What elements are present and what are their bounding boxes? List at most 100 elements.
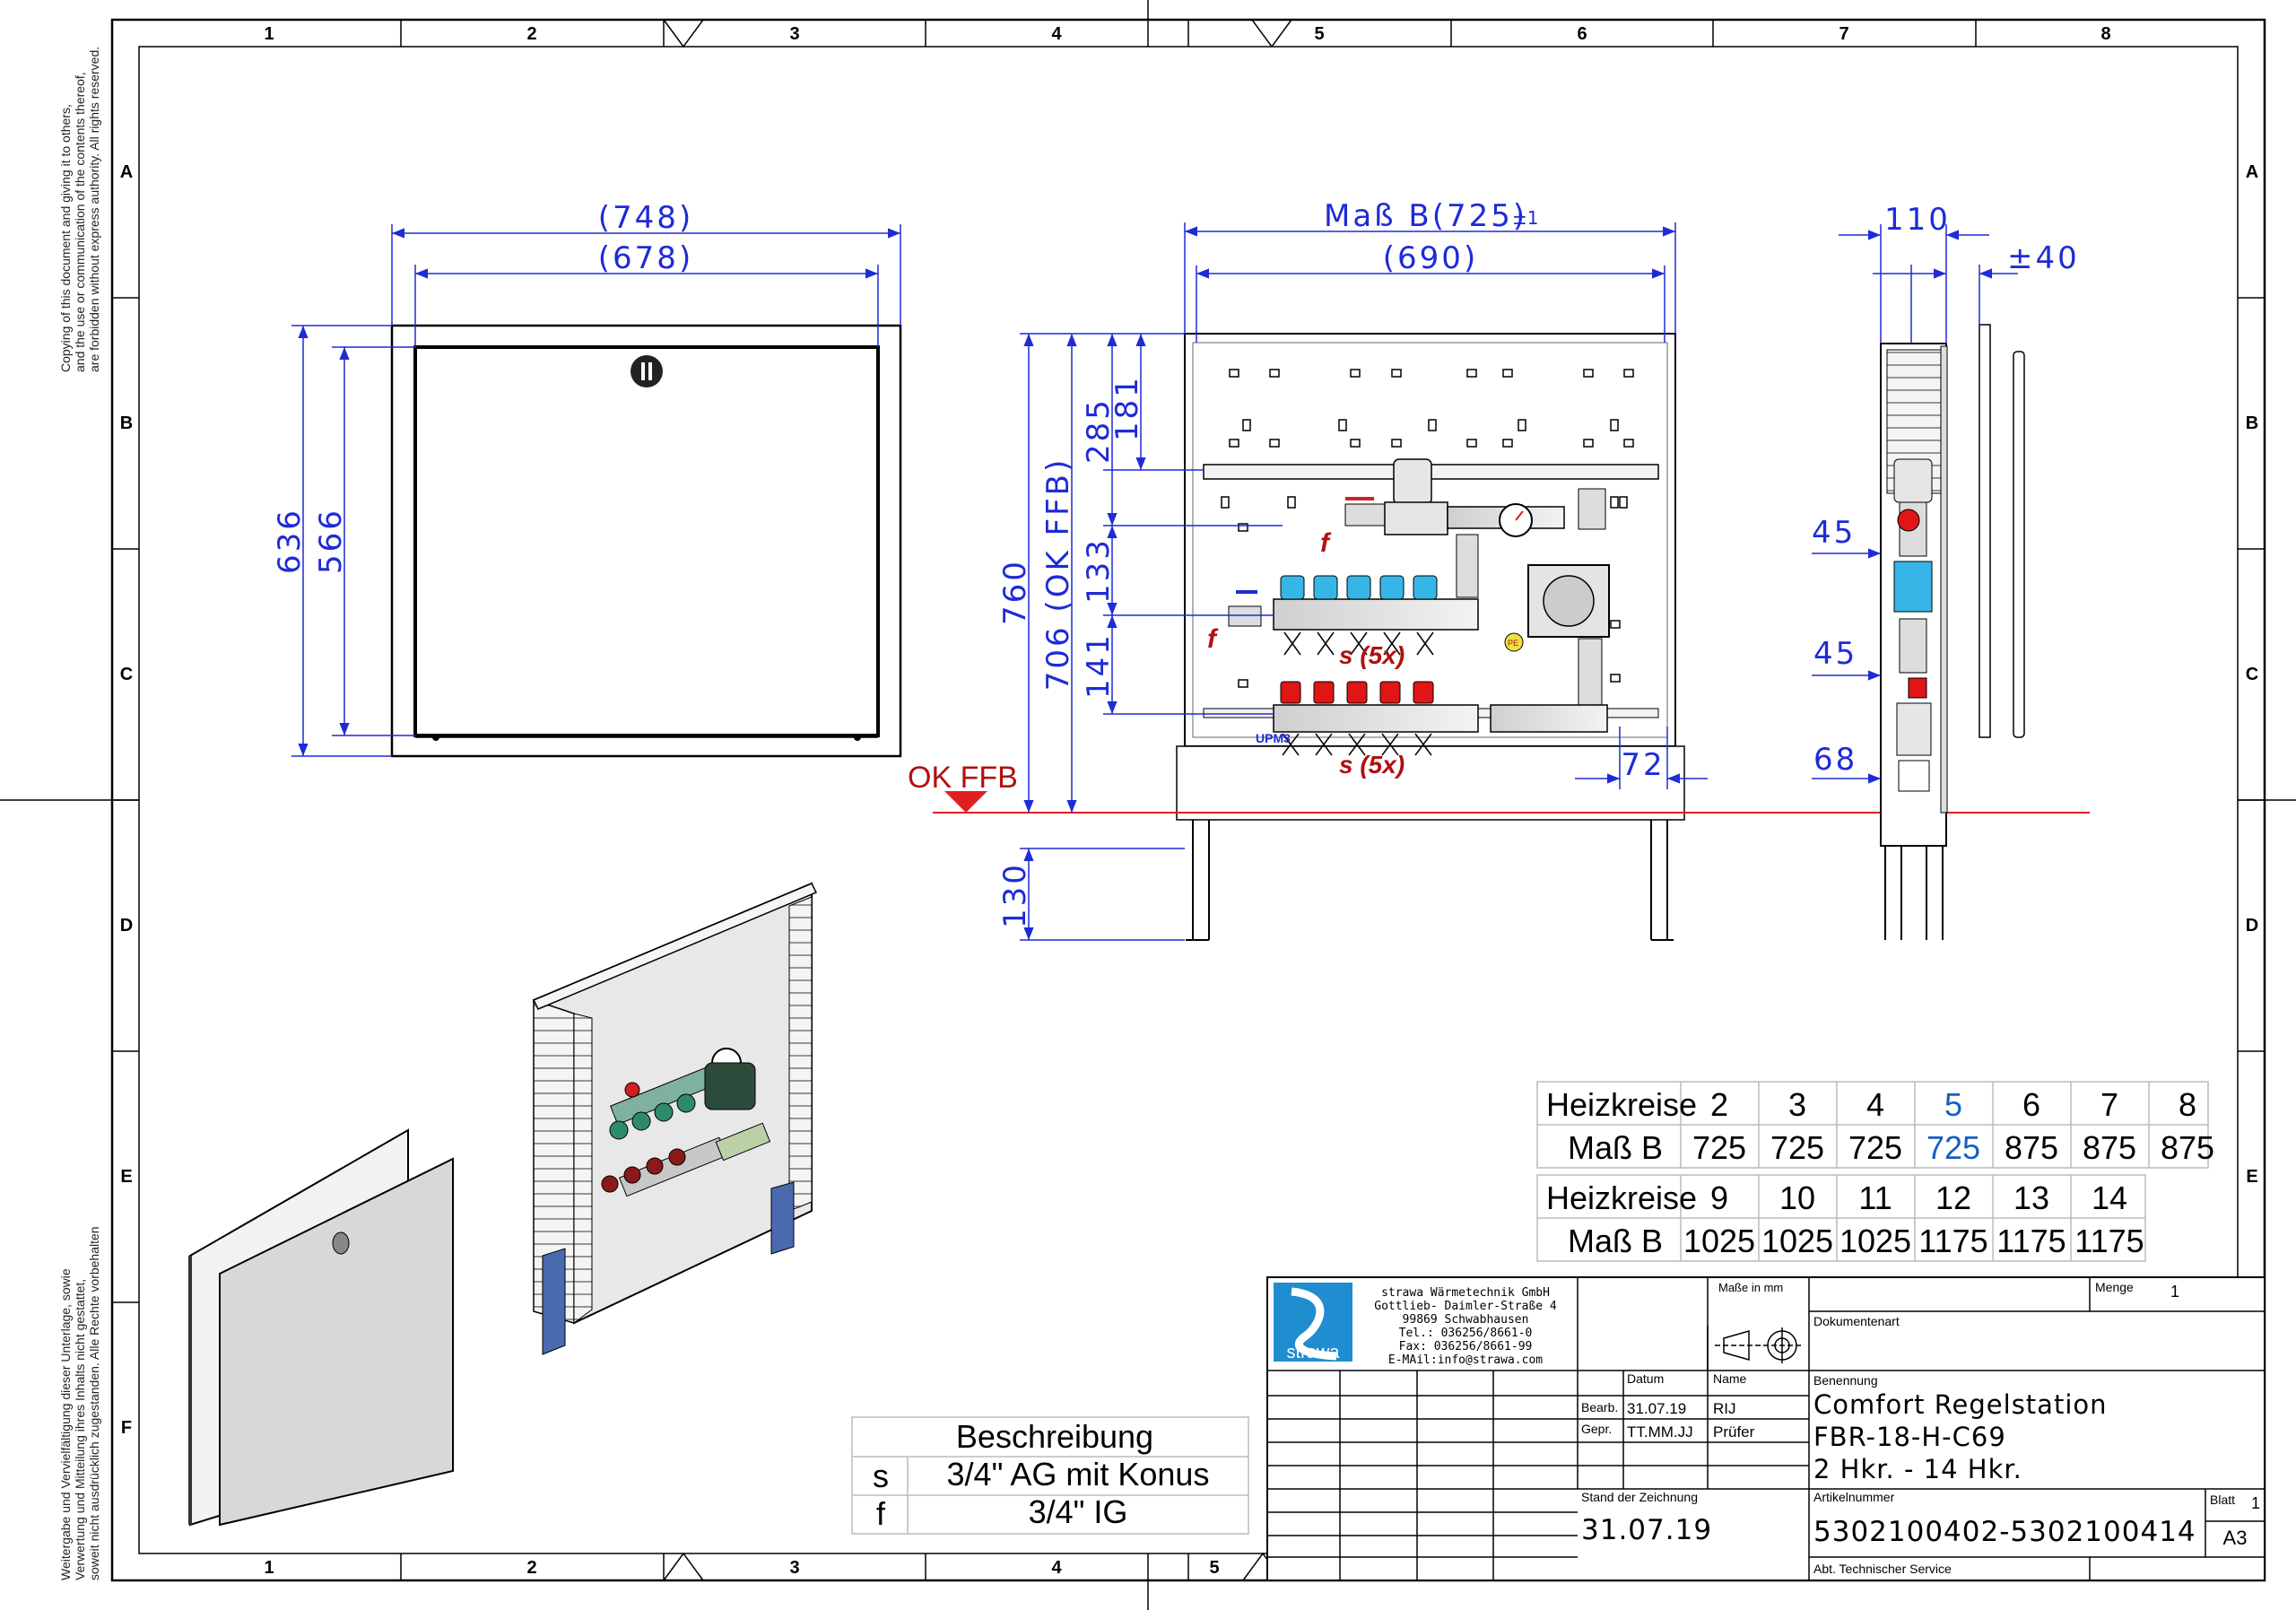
bearb-datum: 31.07.19 (1627, 1400, 1686, 1417)
heizkreise-table-1-row2-cell: 725 (1692, 1129, 1746, 1166)
grid-rows-left (112, 297, 139, 1303)
heizkreise-table-2-row2-cell: 1175 (2074, 1223, 2144, 1259)
pe-label: PE (1508, 639, 1518, 648)
heizkreise-table-2-row1-cell: 10 (1779, 1179, 1815, 1216)
dim-760: 760 (997, 559, 1033, 625)
benennung-line-2: FBR-18-H-C69 (1813, 1422, 2006, 1452)
heizkreise-table-1-row1-cell: 2 (1710, 1086, 1728, 1123)
dim-40: ±40 (2007, 240, 2080, 276)
heizkreise-table-1-row2-cell: 725 (1848, 1129, 1902, 1166)
format-value: A3 (2223, 1527, 2248, 1549)
grid-col-bottom-2: 2 (526, 1558, 536, 1578)
grid-col-bottom-3: 3 (789, 1558, 799, 1578)
projection-symbol-icon (1715, 1327, 1801, 1363)
grid-row-left-B: B (120, 413, 133, 433)
dim-181: 181 (1109, 375, 1145, 441)
grid-rows-right (2238, 297, 2265, 1303)
station-side-view (1880, 324, 2025, 940)
heizkreise-table-2-row1-cell: 9 (1710, 1179, 1728, 1216)
dim-68: 68 (1813, 742, 1857, 778)
company-line-6: E-MAil:info@strawa.com (1388, 1353, 1543, 1367)
isometric-view (188, 882, 818, 1527)
heizkreise-table-2-row2-cell: 1025 (1761, 1223, 1833, 1259)
svg-text:and the use or communication o: and the use or communication of the cont… (73, 72, 87, 372)
datum-label: Datum (1627, 1371, 1664, 1386)
frame-triangle-top-2 (1251, 19, 1292, 48)
grid-row-left-C: C (120, 665, 133, 684)
heizkreise-table-1-row2-cell: 725 (1926, 1129, 1980, 1166)
label-f-top: f (1320, 528, 1332, 558)
company-line-5: Fax: 036256/8661-99 (1399, 1340, 1533, 1353)
blatt-value: 1 (2251, 1494, 2260, 1512)
bearb-label: Bearb. (1581, 1400, 1618, 1414)
grid-columns-top (400, 20, 1977, 47)
heizkreise-table-1-row2-cell: 875 (2161, 1129, 2214, 1166)
label-f-left: f (1207, 624, 1219, 654)
blue-valve-heads (1280, 575, 1438, 600)
grid-row-left-E: E (120, 1167, 132, 1187)
grid-col-7: 7 (1839, 24, 1848, 44)
benennung-line-1: Comfort Regelstation (1813, 1389, 2108, 1420)
title-block: strawa strawa Wärmetechnik GmbH Gottlieb… (1266, 1276, 2266, 1581)
grid-row-right-A: A (2246, 162, 2258, 182)
blatt-label: Blatt (2210, 1493, 2235, 1507)
heizkreise-table-2-row2-cell: 1175 (1996, 1223, 2066, 1259)
beschreibung-code-s: s (873, 1458, 889, 1494)
benennung-label: Benennung (1813, 1373, 1878, 1388)
artikel-value: 5302100402-5302100414 (1813, 1516, 2196, 1548)
frame-triangle-top-1 (663, 19, 704, 48)
dim-690: (690) (1383, 240, 1478, 276)
grid-row-left-D: D (120, 916, 133, 936)
side-dimensions (1812, 224, 2018, 784)
dim-72: 72 (1621, 747, 1665, 783)
grid-col-4: 4 (1051, 24, 1062, 44)
dim-566: 566 (313, 508, 349, 574)
side-note-bottom: Weitergabe und Vervielfältigung dieser U… (58, 1226, 101, 1580)
beschreibung-code-f: f (876, 1495, 886, 1532)
iso-door-panel (219, 1157, 454, 1527)
menge-value: 1 (2170, 1283, 2179, 1301)
company-line-4: Tel.: 036256/8661-0 (1399, 1327, 1533, 1340)
beschreibung-header: Beschreibung (956, 1418, 1153, 1455)
grid-col-bottom-4: 4 (1051, 1558, 1062, 1578)
heizkreise-table-1-row1-cell: 5 (1944, 1086, 1962, 1123)
station-front-view: PE UPM3 (1176, 333, 1685, 941)
masse-label: Maße in mm (1718, 1281, 1783, 1294)
grid-row-right-D: D (2246, 916, 2258, 936)
ok-ffb-marker (944, 791, 987, 813)
grid-col-bottom-5: 5 (1209, 1558, 1219, 1578)
beschreibung-text-s: 3/4" AG mit Konus (947, 1456, 1210, 1493)
svg-text:Weitergabe und Vervielfältigun: Weitergabe und Vervielfältigung dieser U… (58, 1268, 73, 1580)
heizkreise-table-2-row2-cell: 1025 (1683, 1223, 1755, 1259)
svg-text:Copying of this document and g: Copying of this document and giving it t… (58, 104, 73, 372)
grid-col-8: 8 (2100, 24, 2110, 44)
grid-col-5: 5 (1314, 24, 1324, 44)
heizkreise-table-1-row2-cell: 725 (1770, 1129, 1824, 1166)
grid-row-left-A: A (120, 162, 133, 182)
heizkreise-table-2-row1-cell: 11 (1858, 1179, 1892, 1216)
heizkreise-table-1-row1-cell: 6 (2022, 1086, 2040, 1123)
side-note-top: Copying of this document and giving it t… (58, 47, 101, 372)
front-dimensions (291, 224, 901, 757)
grid-row-right-E: E (2246, 1167, 2257, 1187)
table2-row1-label: Heizkreise (1546, 1179, 1697, 1216)
label-s5x-bottom: s (5x) (1339, 751, 1405, 779)
heizkreise-table-2-row2-cell: 1025 (1839, 1223, 1911, 1259)
table1-row2-label: Maß B (1568, 1129, 1663, 1166)
dim-706: 706 (OK FFB) (1040, 457, 1076, 692)
pump-brand-label: UPM3 (1256, 731, 1291, 745)
grid-col-3: 3 (789, 24, 799, 44)
dim-748: (748) (598, 200, 693, 236)
dim-110: 110 (1884, 202, 1951, 238)
svg-text:are forbidden without express: are forbidden without express authority.… (87, 47, 101, 372)
mounting-slots (1221, 369, 1634, 688)
table1-row1-label: Heizkreise (1546, 1086, 1697, 1123)
dim-141: 141 (1081, 632, 1117, 699)
front-door-view (390, 324, 902, 758)
dim-mass-b-tolerance: ±1 (1512, 207, 1538, 229)
grid-row-right-C: C (2246, 665, 2258, 684)
artikel-label: Artikelnummer (1813, 1490, 1895, 1504)
